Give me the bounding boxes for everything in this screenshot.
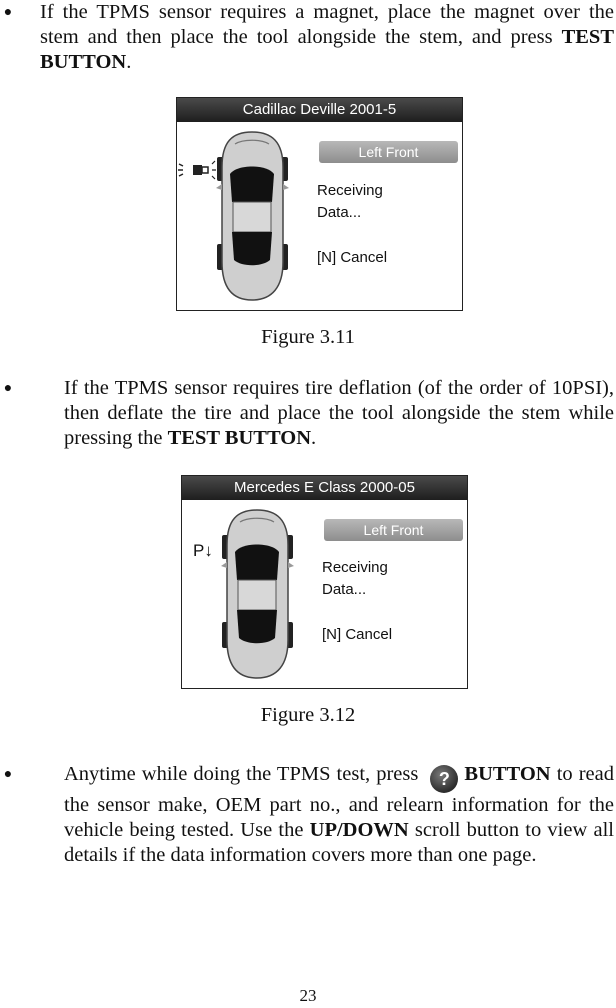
position-button[interactable]: Left Front [324, 519, 463, 541]
bullet-text: Anytime while doing the TPMS test, press… [64, 763, 614, 866]
car-icon [178, 131, 289, 301]
bullet-deflation: ● If the TPMS sensor requires tire defla… [0, 376, 614, 451]
figure-3-12-screen: Mercedes E Class 2000-05 P↓ Left Front R… [181, 475, 468, 689]
bullet-dot: ● [3, 381, 13, 396]
figure-caption: Figure 3.12 [260, 704, 356, 726]
page-number: 23 [299, 986, 317, 1005]
cancel-button[interactable]: [N] Cancel [317, 249, 388, 266]
deflation-indicator: P↓ [193, 541, 213, 560]
bullet-magnet: ● If the TPMS sensor requires a magnet, … [0, 0, 614, 75]
status-message: Receiving Data... [317, 182, 383, 221]
bullet-dot: ● [3, 767, 13, 782]
help-button-icon: ? [430, 765, 459, 793]
figure-caption: Figure 3.11 [261, 326, 355, 348]
bullet-text: If the TPMS sensor requires a magnet, pl… [40, 1, 614, 73]
car-icon [221, 509, 294, 679]
screen-title: Mercedes E Class 2000-05 [182, 476, 467, 500]
status-message: Receiving Data... [322, 559, 388, 598]
bullet-dot: ● [3, 5, 13, 20]
magnet-icon [178, 160, 216, 180]
cancel-button[interactable]: [N] Cancel [322, 626, 393, 643]
bullet-help: ● Anytime while doing the TPMS test, pre… [0, 762, 614, 868]
screen-title: Cadillac Deville 2001-5 [177, 98, 462, 122]
bullet-text: If the TPMS sensor requires tire deflati… [64, 377, 614, 449]
position-button[interactable]: Left Front [319, 141, 458, 163]
figure-3-11-screen: Cadillac Deville 2001-5 Left Front Recei… [176, 97, 463, 311]
